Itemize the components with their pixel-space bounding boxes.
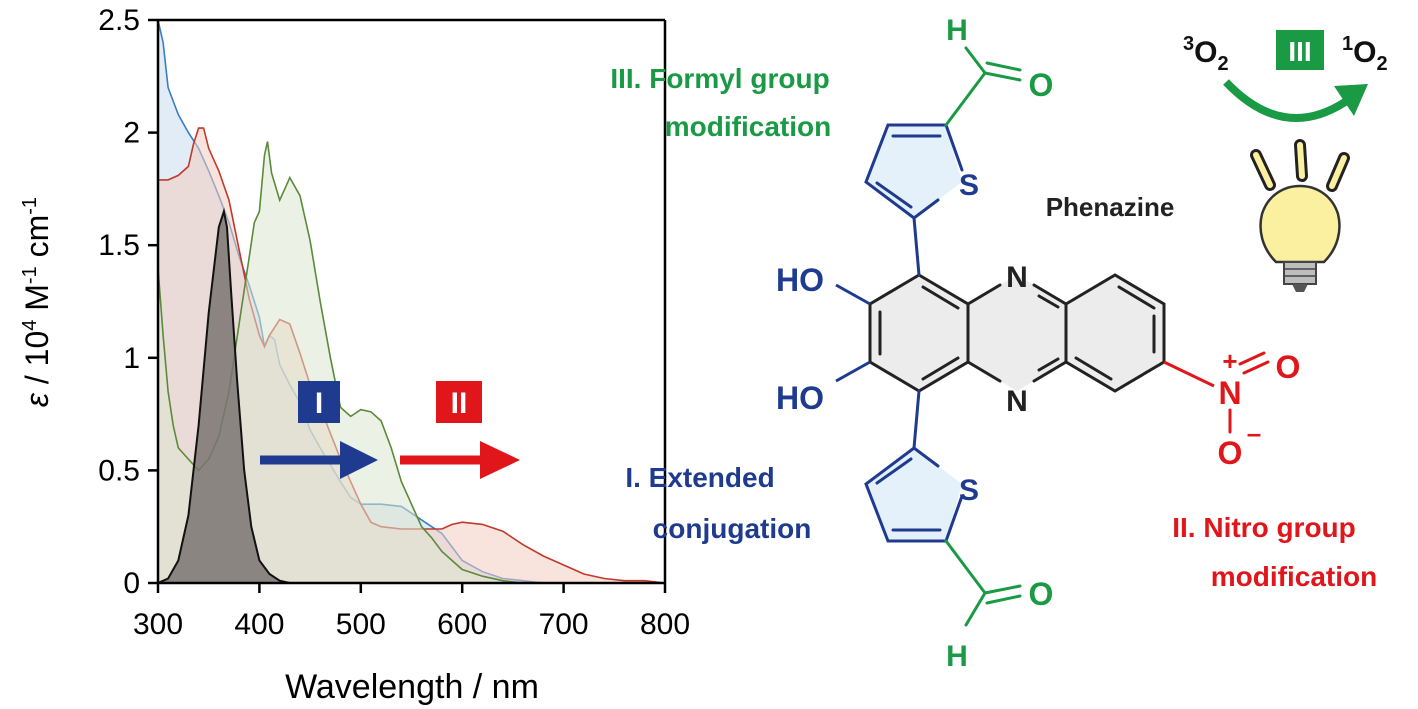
series-3-area bbox=[158, 141, 523, 583]
ring-left-fill bbox=[870, 275, 968, 391]
singlet-oxygen-main: O bbox=[1353, 36, 1376, 69]
nitro-plus-charge: + bbox=[1222, 346, 1237, 376]
arrow-i-head bbox=[340, 441, 378, 479]
triplet-oxygen: 3O2 bbox=[1183, 33, 1229, 75]
absorption-chart: 300 400 500 600 700 800 0 0.5 1 1.5 2 2.5 Waveleng… bbox=[19, 4, 690, 706]
series-4-line bbox=[158, 207, 291, 583]
formyl-bottom bbox=[944, 539, 1022, 627]
y-tick-label: 1.5 bbox=[98, 229, 140, 262]
atom-ho-top: HO bbox=[776, 262, 824, 298]
y-axis-label-symbol: ε bbox=[19, 392, 55, 407]
extended-annotation-line2: conjugation bbox=[653, 513, 812, 544]
conversion-arrow-head bbox=[1334, 84, 1368, 116]
atom-ho-bottom: HO bbox=[776, 380, 824, 416]
singlet-oxygen-sup: 1 bbox=[1342, 33, 1353, 55]
atom-nitro-o-right: O bbox=[1276, 349, 1301, 385]
y-tick-label: 1 bbox=[123, 342, 140, 375]
nitro-bonds bbox=[1228, 351, 1270, 434]
x-tick-label: 600 bbox=[437, 608, 487, 641]
nitro-bond bbox=[1163, 360, 1215, 388]
spectra-series bbox=[158, 20, 665, 583]
phenazine-label: Phenazine bbox=[1046, 192, 1175, 222]
y-axis-label-part: / 10 bbox=[19, 331, 55, 393]
x-tick-label: 500 bbox=[336, 608, 386, 641]
thiophene-bottom-fill bbox=[866, 448, 962, 541]
y-ticks: 0 0.5 1 1.5 2 2.5 bbox=[98, 4, 158, 600]
y-tick-label: 2 bbox=[123, 117, 140, 150]
atom-s-bottom: S bbox=[959, 474, 979, 507]
x-tick-label: 800 bbox=[640, 608, 690, 641]
thiophene-top-fill bbox=[866, 125, 962, 218]
atom-h-top: H bbox=[946, 14, 968, 47]
arrow-ii: II bbox=[400, 381, 520, 479]
x-tick-label: 400 bbox=[234, 608, 284, 641]
y-tick-label: 0 bbox=[123, 567, 140, 600]
atom-o-bottom: O bbox=[1029, 576, 1054, 612]
y-axis-label-exp: 4 bbox=[19, 320, 41, 331]
atom-h-bottom: H bbox=[946, 640, 968, 673]
nitro-annotation-line1: II. Nitro group bbox=[1172, 512, 1356, 543]
extended-annotation-line1: I. Extended bbox=[625, 462, 774, 493]
triplet-oxygen-sub: 2 bbox=[1217, 53, 1228, 75]
x-tick-label: 300 bbox=[133, 608, 183, 641]
conversion-arrow bbox=[1223, 79, 1348, 122]
arrow-ii-badge bbox=[436, 381, 482, 423]
y-axis-label-unit: cm bbox=[19, 215, 55, 267]
nitro-minus-charge: – bbox=[1247, 418, 1261, 448]
y-tick-label: 0.5 bbox=[98, 454, 140, 487]
ring-right-fill bbox=[1066, 275, 1164, 391]
ring-middle-fill bbox=[968, 275, 1066, 391]
y-axis-label-unit: M bbox=[19, 284, 55, 320]
arrow-i: I bbox=[260, 381, 378, 479]
light-bulb-icon bbox=[1250, 139, 1350, 292]
singlet-oxygen-scheme: 3O2 III 1O2 bbox=[1183, 30, 1388, 292]
atom-o-top: O bbox=[1029, 67, 1054, 103]
nitro-annotation-line2: modification bbox=[1211, 561, 1377, 592]
arrow-i-label: I bbox=[315, 387, 323, 420]
oh-bond-top bbox=[835, 283, 871, 306]
atom-n-top: N bbox=[1006, 261, 1028, 294]
scheme-badge-iii bbox=[1276, 30, 1324, 70]
series-4-area bbox=[158, 211, 290, 583]
x-ticks: 300 400 500 600 700 800 bbox=[133, 583, 690, 641]
y-axis-label-exp: -1 bbox=[19, 197, 41, 215]
singlet-oxygen: 1O2 bbox=[1342, 33, 1388, 75]
y-axis-label-exp: -1 bbox=[19, 266, 41, 284]
atom-n-bottom: N bbox=[1006, 385, 1028, 418]
arrow-ii-head bbox=[480, 441, 520, 479]
molecule-structure: H O S Phenazine HO HO N N S O H N + O O … bbox=[776, 14, 1300, 673]
x-axis-label: Wavelength / nm bbox=[285, 668, 539, 706]
arrow-i-badge bbox=[298, 381, 340, 423]
triplet-oxygen-main: O bbox=[1194, 36, 1217, 69]
singlet-oxygen-sub: 2 bbox=[1376, 53, 1387, 75]
thiophene-bottom bbox=[864, 389, 964, 543]
atom-s-top: S bbox=[959, 169, 979, 202]
thiophene-top bbox=[864, 123, 964, 277]
oh-bond-bottom bbox=[835, 360, 871, 383]
y-axis-label: ε / 104 M-1 cm-1 bbox=[19, 197, 55, 407]
atom-nitro-n: N bbox=[1218, 375, 1241, 411]
triplet-oxygen-sup: 3 bbox=[1183, 33, 1194, 55]
arrow-ii-label: II bbox=[451, 387, 468, 420]
x-tick-label: 700 bbox=[539, 608, 589, 641]
formyl-top bbox=[944, 46, 1022, 127]
formyl-annotation-line2: modification bbox=[665, 111, 831, 142]
scheme-badge-iii-label: III bbox=[1288, 36, 1311, 67]
formyl-annotation-line1: III. Formyl group bbox=[610, 63, 829, 94]
atom-nitro-o-bottom: O bbox=[1218, 435, 1243, 471]
y-tick-label: 2.5 bbox=[98, 4, 140, 37]
